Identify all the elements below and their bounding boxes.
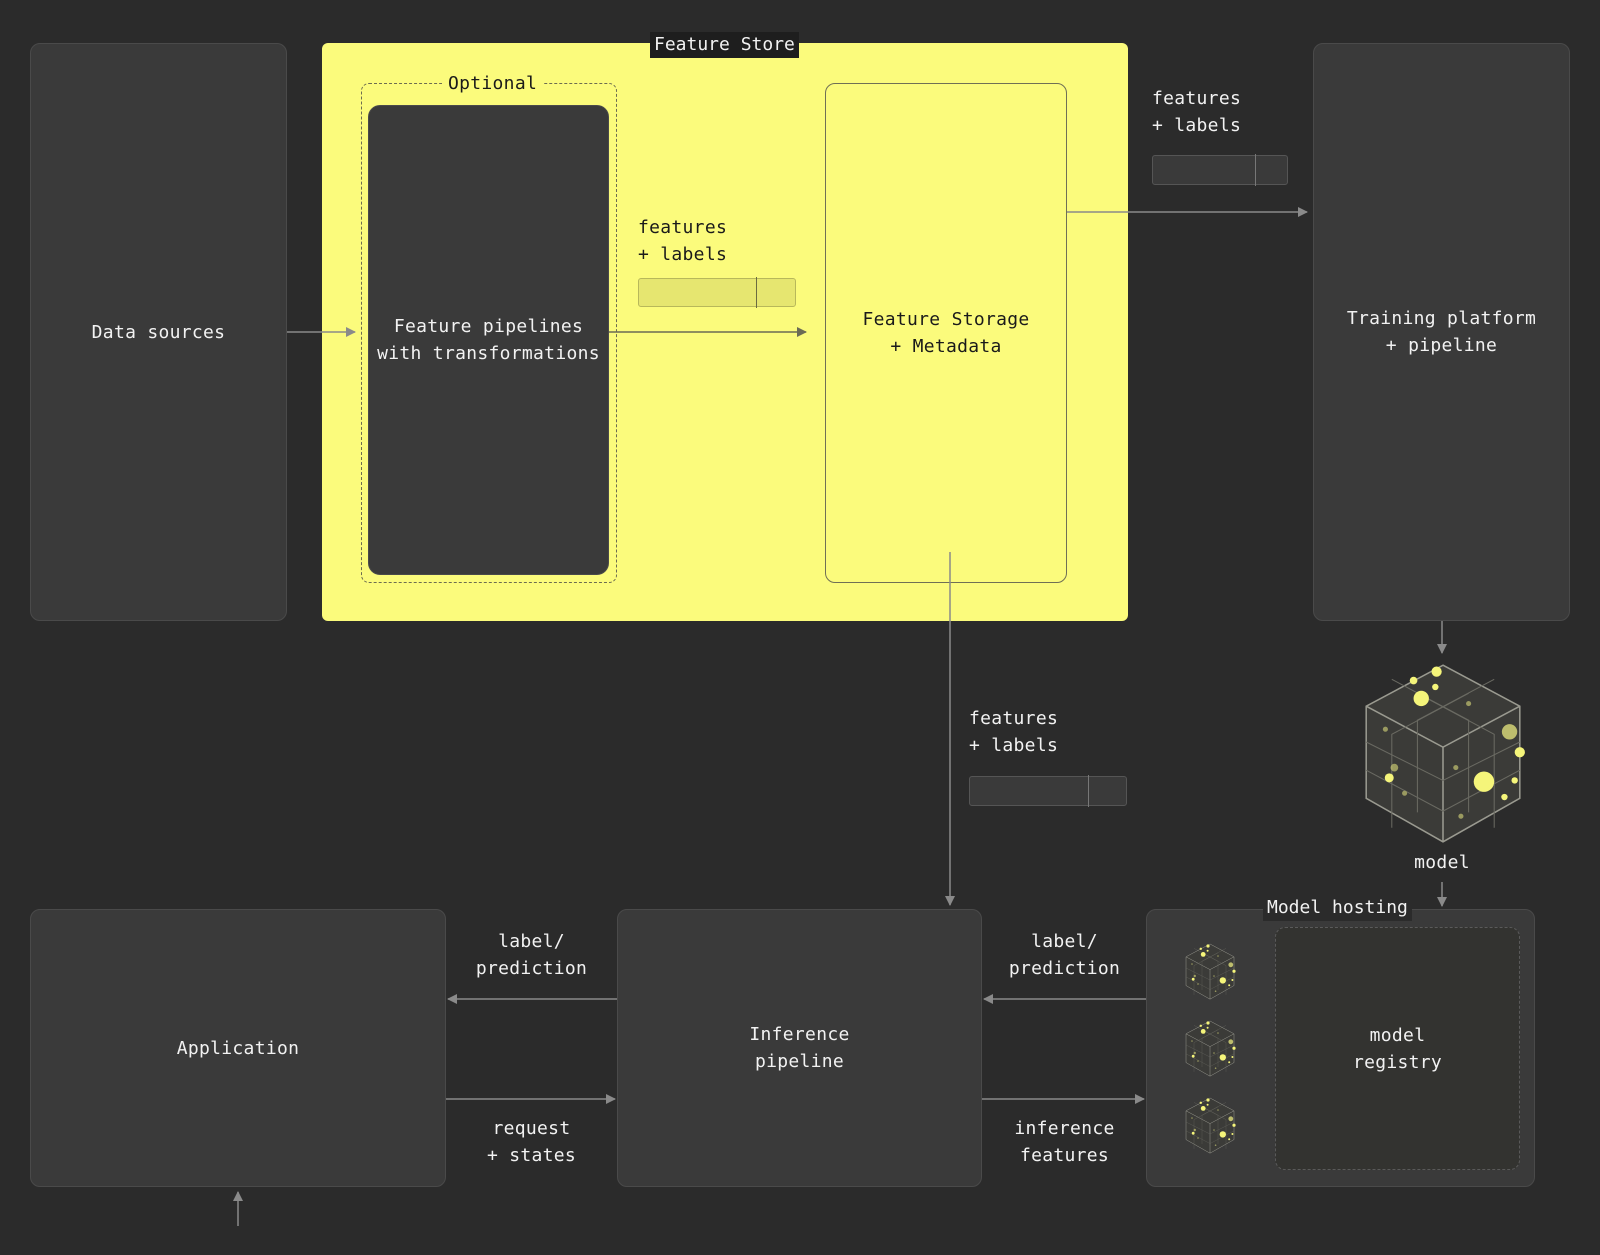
training-platform-label: Training platform + pipeline <box>1346 308 1537 356</box>
inference-pipeline-node: Inference pipeline <box>617 909 982 1187</box>
model-hosting-title: Model hosting <box>1263 895 1412 921</box>
model-cube-icon <box>1365 664 1526 843</box>
feature-pill-divider <box>1088 775 1089 807</box>
feature-pill-training <box>1152 154 1288 186</box>
optional-label: Optional <box>442 70 544 97</box>
edge-label-inference-to-app: label/ prediction <box>475 931 588 979</box>
feature-storage-label: Feature Storage + Metadata <box>862 309 1030 357</box>
feature-pipelines-node: Feature pipelines with transformations <box>368 105 609 575</box>
inference-pipeline-label: Inference pipeline <box>749 1024 850 1072</box>
data-sources-node: Data sources <box>30 43 287 621</box>
model-registry-label: model registry <box>1352 1024 1443 1073</box>
feature-pill-inference <box>969 775 1127 807</box>
feature-storage-node: Feature Storage + Metadata <box>825 83 1067 583</box>
edge-label-pipelines-to-storage: features + labels <box>638 217 728 265</box>
model-registry-node: model registry <box>1275 927 1520 1170</box>
edge-label-hosting-to-inference: label/ prediction <box>1008 931 1121 979</box>
feature-pipelines-label: Feature pipelines with transformations <box>377 316 600 364</box>
feature-store-title: Feature Store <box>650 32 799 58</box>
model-label: model <box>1414 852 1470 873</box>
edge-label-inference-to-hosting: inference features <box>1014 1118 1115 1166</box>
edge-label-storage-to-training: features + labels <box>1152 88 1242 136</box>
application-node: Application <box>30 909 446 1187</box>
data-sources-label: Data sources <box>91 321 226 343</box>
training-platform-node: Training platform + pipeline <box>1313 43 1570 621</box>
feature-pill-divider <box>756 277 757 308</box>
feature-pill-pipelines <box>638 277 796 308</box>
edge-label-app-to-inference: request + states <box>486 1118 577 1166</box>
edge-label-storage-to-inference: features + labels <box>969 708 1059 756</box>
feature-pill-divider <box>1255 154 1256 186</box>
application-label: Application <box>176 1037 300 1059</box>
